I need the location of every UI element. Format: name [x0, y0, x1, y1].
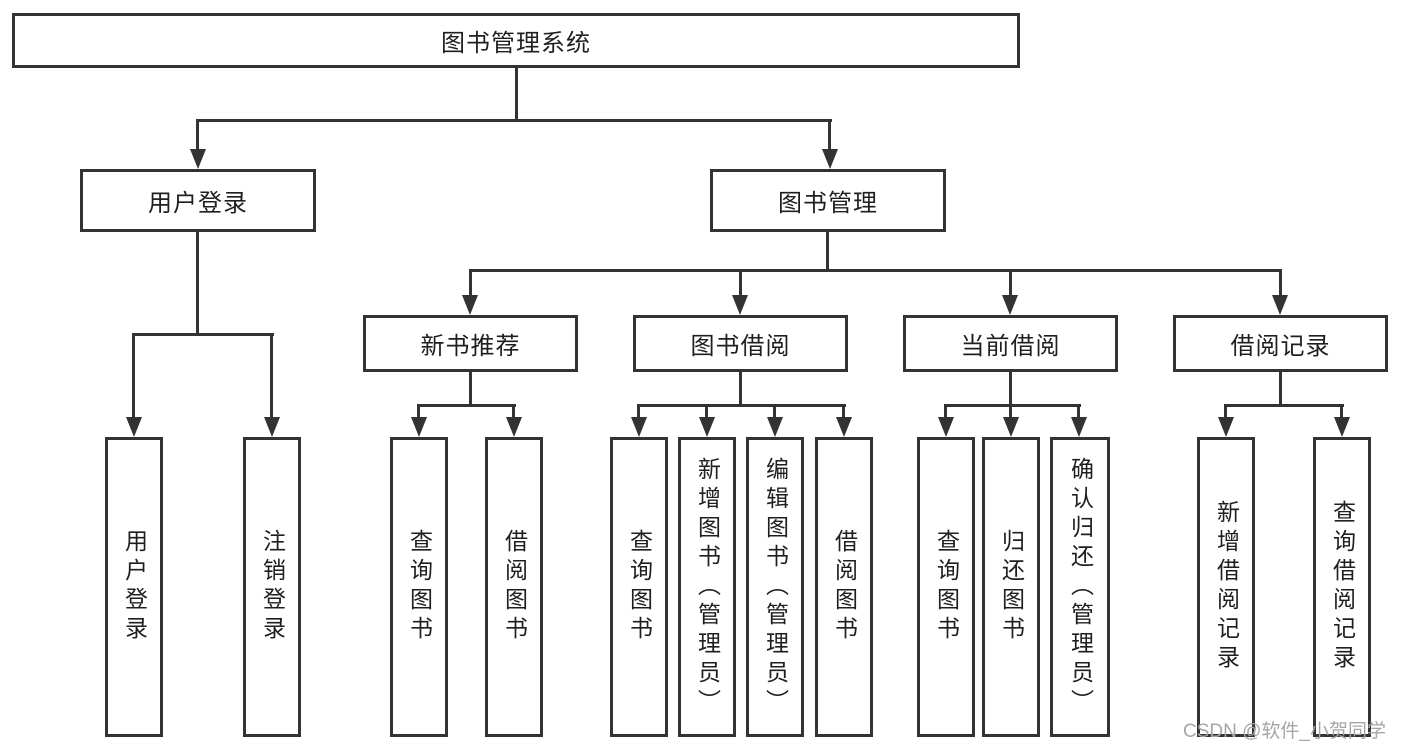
connector-line	[1224, 404, 1227, 419]
connector-line	[1009, 404, 1012, 419]
node-confirm-return-admin: 确认归还（管理员）	[1050, 437, 1110, 737]
arrow-down-icon	[126, 417, 142, 437]
node-borrow-records: 借阅记录	[1173, 315, 1388, 372]
node-user-login: 用户登录	[80, 169, 316, 232]
arrow-down-icon	[732, 295, 748, 315]
node-return-books: 归还图书	[982, 437, 1040, 737]
arrow-down-icon	[1071, 417, 1087, 437]
arrow-down-icon	[506, 417, 522, 437]
arrow-down-icon	[699, 417, 715, 437]
connector-line	[739, 372, 742, 406]
node-query-books-borrow: 查询图书	[610, 437, 668, 737]
connector-line	[469, 269, 1282, 272]
connector-line	[842, 404, 845, 419]
arrow-down-icon	[462, 295, 478, 315]
connector-line	[773, 404, 776, 419]
node-book-borrow: 图书借阅	[633, 315, 848, 372]
arrow-down-icon	[264, 417, 280, 437]
connector-line	[132, 333, 135, 419]
connector-line	[1077, 404, 1080, 419]
arrow-down-icon	[190, 149, 206, 169]
connector-line	[417, 404, 420, 419]
node-library-management-system: 图书管理系统	[12, 13, 1020, 68]
connector-line	[469, 372, 472, 406]
connector-line	[637, 404, 640, 419]
connector-line	[1224, 404, 1344, 407]
connector-line	[515, 68, 518, 121]
connector-line	[1340, 404, 1343, 419]
node-new-book-recommend: 新书推荐	[363, 315, 578, 372]
arrow-down-icon	[631, 417, 647, 437]
node-user-login-leaf: 用户登录	[105, 437, 163, 737]
connector-line	[1279, 269, 1282, 297]
arrow-down-icon	[411, 417, 427, 437]
connector-line	[637, 404, 846, 407]
csdn-watermark: CSDN @软件_小贺同学	[1183, 721, 1386, 742]
arrow-down-icon	[1003, 417, 1019, 437]
node-book-management: 图书管理	[710, 169, 946, 232]
arrow-down-icon	[1334, 417, 1350, 437]
connector-line	[132, 333, 274, 336]
arrow-down-icon	[938, 417, 954, 437]
node-query-borrow-record: 查询借阅记录	[1313, 437, 1371, 737]
node-add-books-admin: 新增图书（管理员）	[678, 437, 736, 737]
connector-line	[196, 119, 199, 151]
arrow-down-icon	[1272, 295, 1288, 315]
connector-line	[739, 269, 742, 297]
connector-line	[944, 404, 1081, 407]
node-query-books-current: 查询图书	[917, 437, 975, 737]
arrow-down-icon	[1218, 417, 1234, 437]
connector-line	[469, 269, 472, 297]
arrow-down-icon	[836, 417, 852, 437]
arrow-down-icon	[822, 149, 838, 169]
node-query-books-recommend: 查询图书	[390, 437, 448, 737]
node-borrow-books: 借阅图书	[815, 437, 873, 737]
node-add-borrow-record: 新增借阅记录	[1197, 437, 1255, 737]
connector-line	[826, 232, 829, 271]
connector-line	[1009, 372, 1012, 406]
connector-line	[270, 333, 273, 419]
arrow-down-icon	[1002, 295, 1018, 315]
connector-line	[1279, 372, 1282, 406]
node-edit-books-admin: 编辑图书（管理员）	[746, 437, 804, 737]
connector-line	[196, 232, 199, 334]
connector-line	[512, 404, 515, 419]
node-borrow-books-recommend: 借阅图书	[485, 437, 543, 737]
node-logout: 注销登录	[243, 437, 301, 737]
connector-line	[417, 404, 516, 407]
node-current-borrow: 当前借阅	[903, 315, 1118, 372]
connector-line	[1009, 269, 1012, 297]
arrow-down-icon	[767, 417, 783, 437]
connector-line	[705, 404, 708, 419]
connector-line	[828, 119, 831, 151]
connector-line	[196, 119, 832, 122]
connector-line	[944, 404, 947, 419]
